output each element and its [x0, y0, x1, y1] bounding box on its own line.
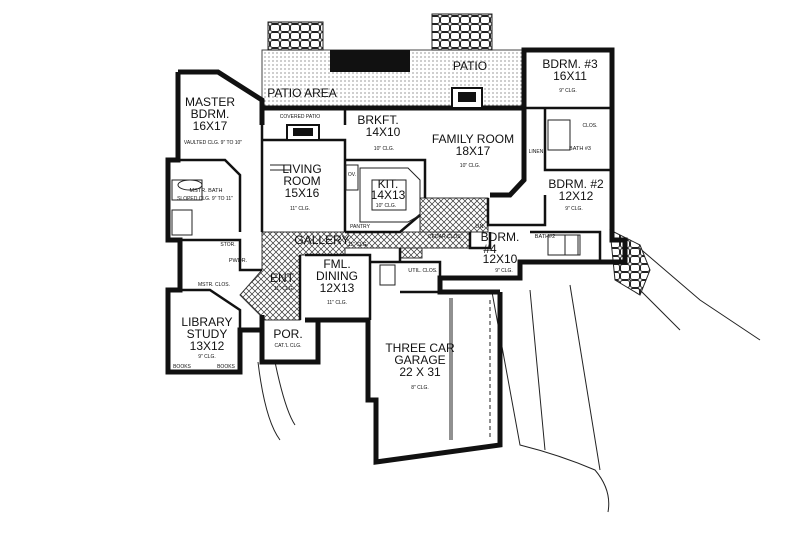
- bdrm3-size: 16X11: [553, 69, 587, 83]
- entry-ceiling: 11" CLG.: [274, 286, 294, 292]
- kitchen-ceiling: 10" CLG.: [376, 203, 396, 209]
- mstr-bath-label: MSTR. BATH: [190, 188, 223, 194]
- gallery-ceiling: 11" CLG.: [348, 242, 368, 248]
- gallery-floor: [239, 197, 489, 321]
- dining-label: FML.: [323, 257, 350, 271]
- living-room-label-2: ROOM: [283, 174, 320, 188]
- covered-patio-label: COVERED PATIO: [280, 114, 320, 120]
- pantry-label: PANTRY: [350, 224, 370, 230]
- pwdr-label: PWDR.: [229, 258, 248, 264]
- lin-label: LIN.: [475, 224, 484, 230]
- bdrm2-label: BDRM. #2: [548, 177, 604, 191]
- kitchen-size: 14X13: [371, 188, 406, 202]
- bdrm4-label: BDRM.: [481, 230, 520, 244]
- garage-label: THREE CAR: [385, 341, 455, 355]
- books-label-right: BOOKS: [217, 364, 235, 370]
- garage-doors: [449, 298, 491, 440]
- living-room-label: LIVING: [282, 162, 321, 176]
- living-room-size: 15X16: [285, 186, 320, 200]
- fireplace-living-icon: [286, 124, 320, 141]
- garage-size: 22 X 31: [399, 365, 441, 379]
- brkft-label: BRKFT.: [357, 113, 398, 127]
- family-room-size: 18X17: [456, 144, 491, 158]
- interior-walls: [168, 106, 612, 330]
- patio-label: PATIO: [453, 59, 487, 73]
- exterior-walls: [165, 47, 628, 465]
- kitchen-label: KIT.: [378, 177, 399, 191]
- family-room-label: FAMILY ROOM: [432, 132, 514, 146]
- master-bdrm-size: 16X17: [193, 119, 228, 133]
- garage-label-2: GARAGE: [394, 353, 445, 367]
- entry-label: ENT.: [270, 271, 296, 285]
- bath2-label: BATH#2: [535, 234, 555, 240]
- living-room-ceiling: 11" CLG.: [290, 206, 310, 212]
- dining-size: 12X13: [320, 281, 355, 295]
- mstr-clos-label: MSTR. CLOS.: [198, 282, 230, 288]
- master-bdrm-ceiling: VAULTED CLG. 9" TO 10": [184, 140, 242, 146]
- utility-label: UTIL.: [408, 268, 422, 274]
- bath3-label: BATH #3: [569, 146, 591, 152]
- bdrm3-ceiling: 9" CLG.: [559, 88, 577, 94]
- library-ceiling: 9" CLG.: [198, 354, 216, 360]
- gallery-label: GALLERY: [294, 233, 349, 247]
- cedar-clos-label: CEDAR CLOS.: [428, 234, 462, 240]
- bdrm4-label-2: #4: [483, 242, 497, 256]
- clos-label-bdrm4: CLOS.: [422, 268, 437, 274]
- bdrm3-label: BDRM. #3: [542, 57, 598, 71]
- master-bdrm-label: MASTER: [185, 95, 235, 109]
- master-bdrm-label-2: BDRM.: [191, 107, 230, 121]
- bdrm4-ceiling: 9" CLG.: [495, 268, 513, 274]
- garage-ceiling: 8" CLG.: [411, 385, 429, 391]
- bdrm4-size: 12X10: [483, 252, 518, 266]
- bdrm2-size: 12X12: [559, 189, 594, 203]
- stor-label: STOR.: [220, 242, 235, 248]
- linen-label: LINEN: [529, 149, 544, 155]
- brkft-ceiling: 10" CLG.: [374, 146, 394, 152]
- porch-label: POR.: [273, 327, 302, 341]
- clos-label-top: CLOS.: [582, 123, 597, 129]
- library-size: 13X12: [190, 339, 225, 353]
- family-room-ceiling: 10" CLG.: [460, 163, 480, 169]
- dining-ceiling: 11" CLG.: [327, 300, 347, 306]
- oven-label: OV.: [348, 172, 356, 178]
- library-label: LIBRARY: [181, 315, 232, 329]
- mstr-bath-ceiling: SLOPED CLG. 9" TO 11": [177, 196, 233, 202]
- patio-area-label: PATIO AREA: [267, 86, 337, 100]
- brkft-size: 14X10: [366, 125, 401, 139]
- kitchen-fixtures: [171, 119, 581, 286]
- books-label-left: BOOKS: [173, 364, 191, 370]
- fireplace-patio-icon: [451, 87, 483, 109]
- porch-ceiling: CAT.'L CLG.: [274, 343, 301, 349]
- dining-label-2: DINING: [316, 269, 358, 283]
- bdrm2-ceiling: 9" CLG.: [565, 206, 583, 212]
- patio-paving: [261, 13, 525, 109]
- library-label-2: STUDY: [187, 327, 228, 341]
